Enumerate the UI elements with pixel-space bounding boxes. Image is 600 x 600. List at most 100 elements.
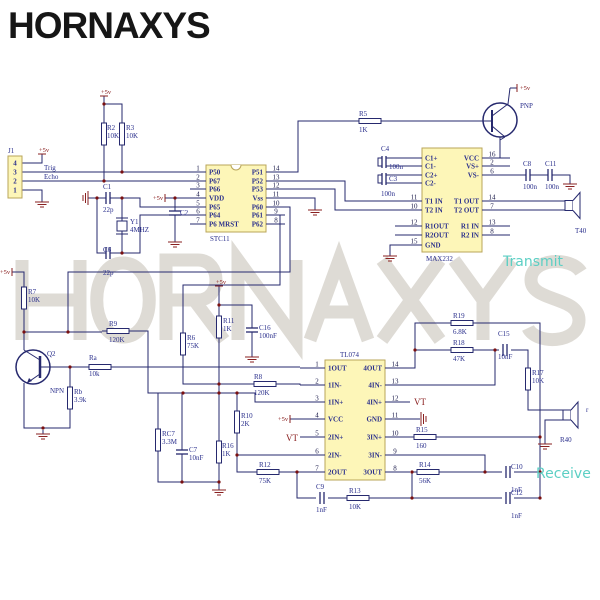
pin-name: 3OUT: [363, 469, 382, 477]
ic-name: STC11: [210, 235, 230, 243]
pin-name: T1 OUT: [454, 198, 479, 206]
resistor-value: 3.3M: [162, 438, 178, 446]
pin-name: 4IN+: [367, 399, 382, 407]
junction: [102, 102, 106, 106]
resistor-value: 10K: [532, 377, 544, 385]
resistor-value: 10k: [89, 370, 100, 378]
resistor-ref: RC7: [162, 430, 175, 438]
resistor-r11: [216, 311, 222, 343]
power-label: +5v: [520, 85, 531, 92]
capacitor-ref: C3: [389, 175, 398, 183]
wire: [296, 472, 316, 499]
pin-name: P61: [252, 212, 264, 220]
resistor-value: 1K: [222, 450, 231, 458]
resistor-r2: [101, 118, 107, 150]
resistor-r13: [342, 495, 374, 501]
junction: [483, 470, 487, 474]
pin-number: 12: [411, 219, 419, 227]
resistor-ra: [84, 364, 116, 370]
wire: [22, 154, 43, 164]
pin-name: GND: [366, 416, 382, 424]
vt-label: VT: [286, 433, 298, 443]
capacitor-c7: [176, 449, 188, 455]
resistor-ref: R16: [222, 442, 234, 450]
resistor-ref: Ra: [89, 354, 98, 362]
wire: [281, 383, 301, 385]
resistor-r15: [409, 434, 441, 440]
pin-number: 6: [196, 208, 200, 216]
junction: [173, 196, 177, 200]
pnp-label: PNP: [520, 102, 533, 110]
pin-name: R1 IN: [461, 223, 479, 231]
wire: [96, 198, 190, 254]
pin-name: C1+: [425, 155, 438, 163]
resistor-r8: [249, 381, 281, 387]
capacitor-value: 100n: [381, 190, 396, 198]
max232-ic: [395, 147, 510, 253]
pin-number: 8: [274, 217, 278, 225]
pin-number: 4: [315, 412, 319, 420]
resistor-r17: [525, 363, 531, 395]
resistor-ref: R9: [109, 320, 118, 328]
pin-number: 7: [315, 465, 319, 473]
capacitor-c10: [505, 466, 511, 478]
capacitor-value: 22p: [103, 269, 114, 277]
wire: [88, 197, 190, 208]
pin-number: 13: [273, 174, 281, 182]
pin-name: C2-: [425, 180, 437, 188]
ic-name: MAX232: [426, 255, 453, 263]
wire: [285, 197, 316, 206]
capacitor-ref: C1: [103, 183, 112, 191]
resistor-value: 75K: [259, 477, 271, 485]
resistor-ref: R19: [453, 312, 465, 320]
pin-name: P62: [252, 221, 264, 229]
pin-name: T1 IN: [425, 198, 443, 206]
pin-name: P67: [209, 178, 221, 186]
capacitor-ref: C4: [381, 145, 390, 153]
pin-name: P52: [252, 178, 264, 186]
ground-icon: [538, 440, 552, 450]
resistor-r18: [446, 347, 478, 353]
junction: [180, 480, 184, 484]
capacitor-value: 10nF: [189, 454, 204, 462]
pin-number: 7: [196, 217, 200, 225]
pin-name: P64: [209, 212, 221, 220]
ground-icon: [420, 412, 427, 426]
connector-j1: [7, 155, 23, 199]
resistor-value: 10K: [107, 132, 119, 140]
capacitor-value: 100n: [523, 183, 538, 191]
junction: [120, 251, 124, 255]
resistor-value: 1K: [223, 325, 232, 333]
capacitor-c15: [502, 344, 508, 356]
resistor-ref: R3: [126, 124, 135, 132]
pin-number: 8: [393, 465, 397, 473]
pin-name: VDD: [209, 195, 224, 203]
capacitor-ref: C15: [498, 330, 510, 338]
pin-number: 13: [489, 219, 497, 227]
resistor-value: 120K: [254, 389, 270, 397]
pin-number: 3: [315, 395, 319, 403]
crystal-ref: Y1: [130, 218, 139, 226]
junction: [217, 382, 221, 386]
pin-name: 3IN+: [367, 434, 382, 442]
pin-name: 4IN-: [368, 382, 382, 390]
pin-name: P6 MRST: [209, 221, 239, 229]
resistor-r6: [180, 328, 186, 360]
power-label: +5v: [278, 416, 289, 423]
capacitor-ref: C2: [180, 209, 189, 217]
pin-name: 2IN-: [328, 452, 342, 460]
junction: [68, 365, 72, 369]
resistor-rb: [67, 382, 73, 414]
wire: [285, 188, 395, 211]
resistor-r12: [252, 469, 284, 475]
pin-number: 5: [315, 430, 319, 438]
wire: [510, 174, 571, 180]
capacitor-c6: [105, 247, 111, 259]
watermark-logo: [15, 239, 587, 361]
pin-number: 1: [315, 361, 319, 369]
junction: [95, 196, 99, 200]
resistor-ref: R10: [241, 412, 253, 420]
resistor-ref: R14: [419, 461, 431, 469]
pin-name: 3IN-: [368, 452, 382, 460]
